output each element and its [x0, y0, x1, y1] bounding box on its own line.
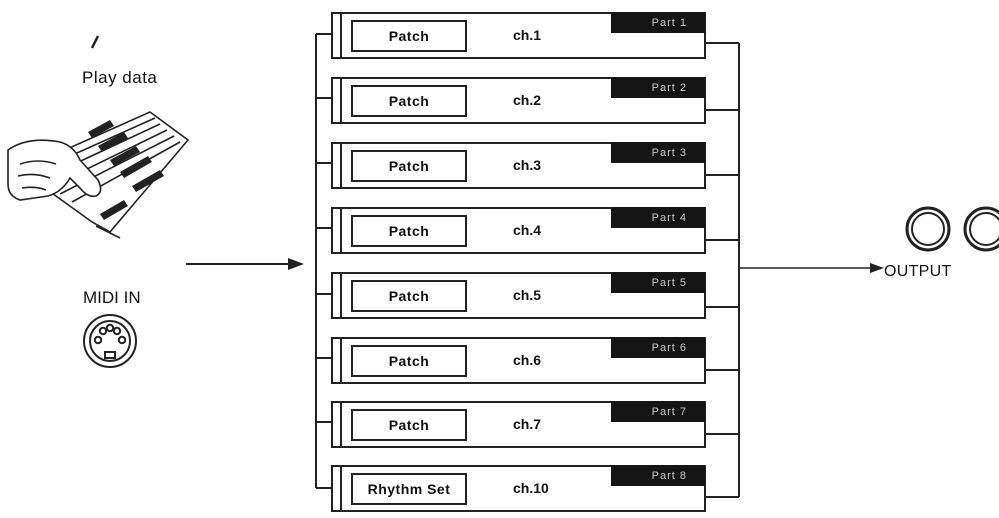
midi-channel: ch.4: [513, 222, 542, 238]
part-tag: Part 1: [611, 12, 705, 33]
output-arrow: [739, 263, 884, 273]
midi-channel: ch.5: [513, 287, 542, 303]
tone-box: Rhythm Set: [351, 473, 467, 505]
output-bus: [706, 42, 740, 498]
keyboard-hand-icon: [7, 111, 190, 239]
part-tag: Part 3: [611, 142, 705, 163]
tone-box: Patch: [351, 409, 467, 441]
tone-box: Patch: [351, 280, 467, 312]
part-tag: Part 4: [611, 207, 705, 228]
output-label: OUTPUT: [884, 263, 952, 280]
tone-box: Patch: [351, 20, 467, 52]
part-row-5: Patch ch.5 Part 5: [331, 272, 706, 319]
part-tag: Part 2: [611, 77, 705, 98]
midi-channel: ch.7: [513, 416, 542, 432]
part-row-1: Patch ch.1 Part 1: [331, 12, 706, 59]
part-row-3: Patch ch.3 Part 3: [331, 142, 706, 189]
part-row-6: Patch ch.6 Part 6: [331, 337, 706, 384]
part-row-8: Rhythm Set ch.10 Part 8: [331, 465, 706, 512]
tone-box: Patch: [351, 215, 467, 247]
midi-in-connector-icon: [83, 314, 137, 368]
input-bus: [315, 33, 331, 489]
part-row-7: Patch ch.7 Part 7: [331, 401, 706, 448]
part-tag: Part 5: [611, 272, 705, 293]
pen-mark: [90, 35, 100, 49]
input-arrow: [186, 258, 304, 270]
midi-channel: ch.1: [513, 27, 542, 43]
midi-channel: ch.6: [513, 352, 542, 368]
part-row-2: Patch ch.2 Part 2: [331, 77, 706, 124]
part-row-4: Patch ch.4 Part 4: [331, 207, 706, 254]
tone-box: Patch: [351, 85, 467, 117]
midi-channel: ch.10: [513, 480, 549, 496]
play-data-label: Play data: [82, 68, 158, 87]
part-tag: Part 6: [611, 337, 705, 358]
midi-in-label: MIDI IN: [83, 288, 141, 307]
tone-box: Patch: [351, 345, 467, 377]
midi-channel: ch.2: [513, 92, 542, 108]
tone-box: Patch: [351, 150, 467, 182]
part-tag: Part 7: [611, 401, 705, 422]
output-jacks-icon: [905, 206, 999, 252]
midi-channel: ch.3: [513, 157, 542, 173]
part-tag: Part 8: [611, 465, 705, 486]
